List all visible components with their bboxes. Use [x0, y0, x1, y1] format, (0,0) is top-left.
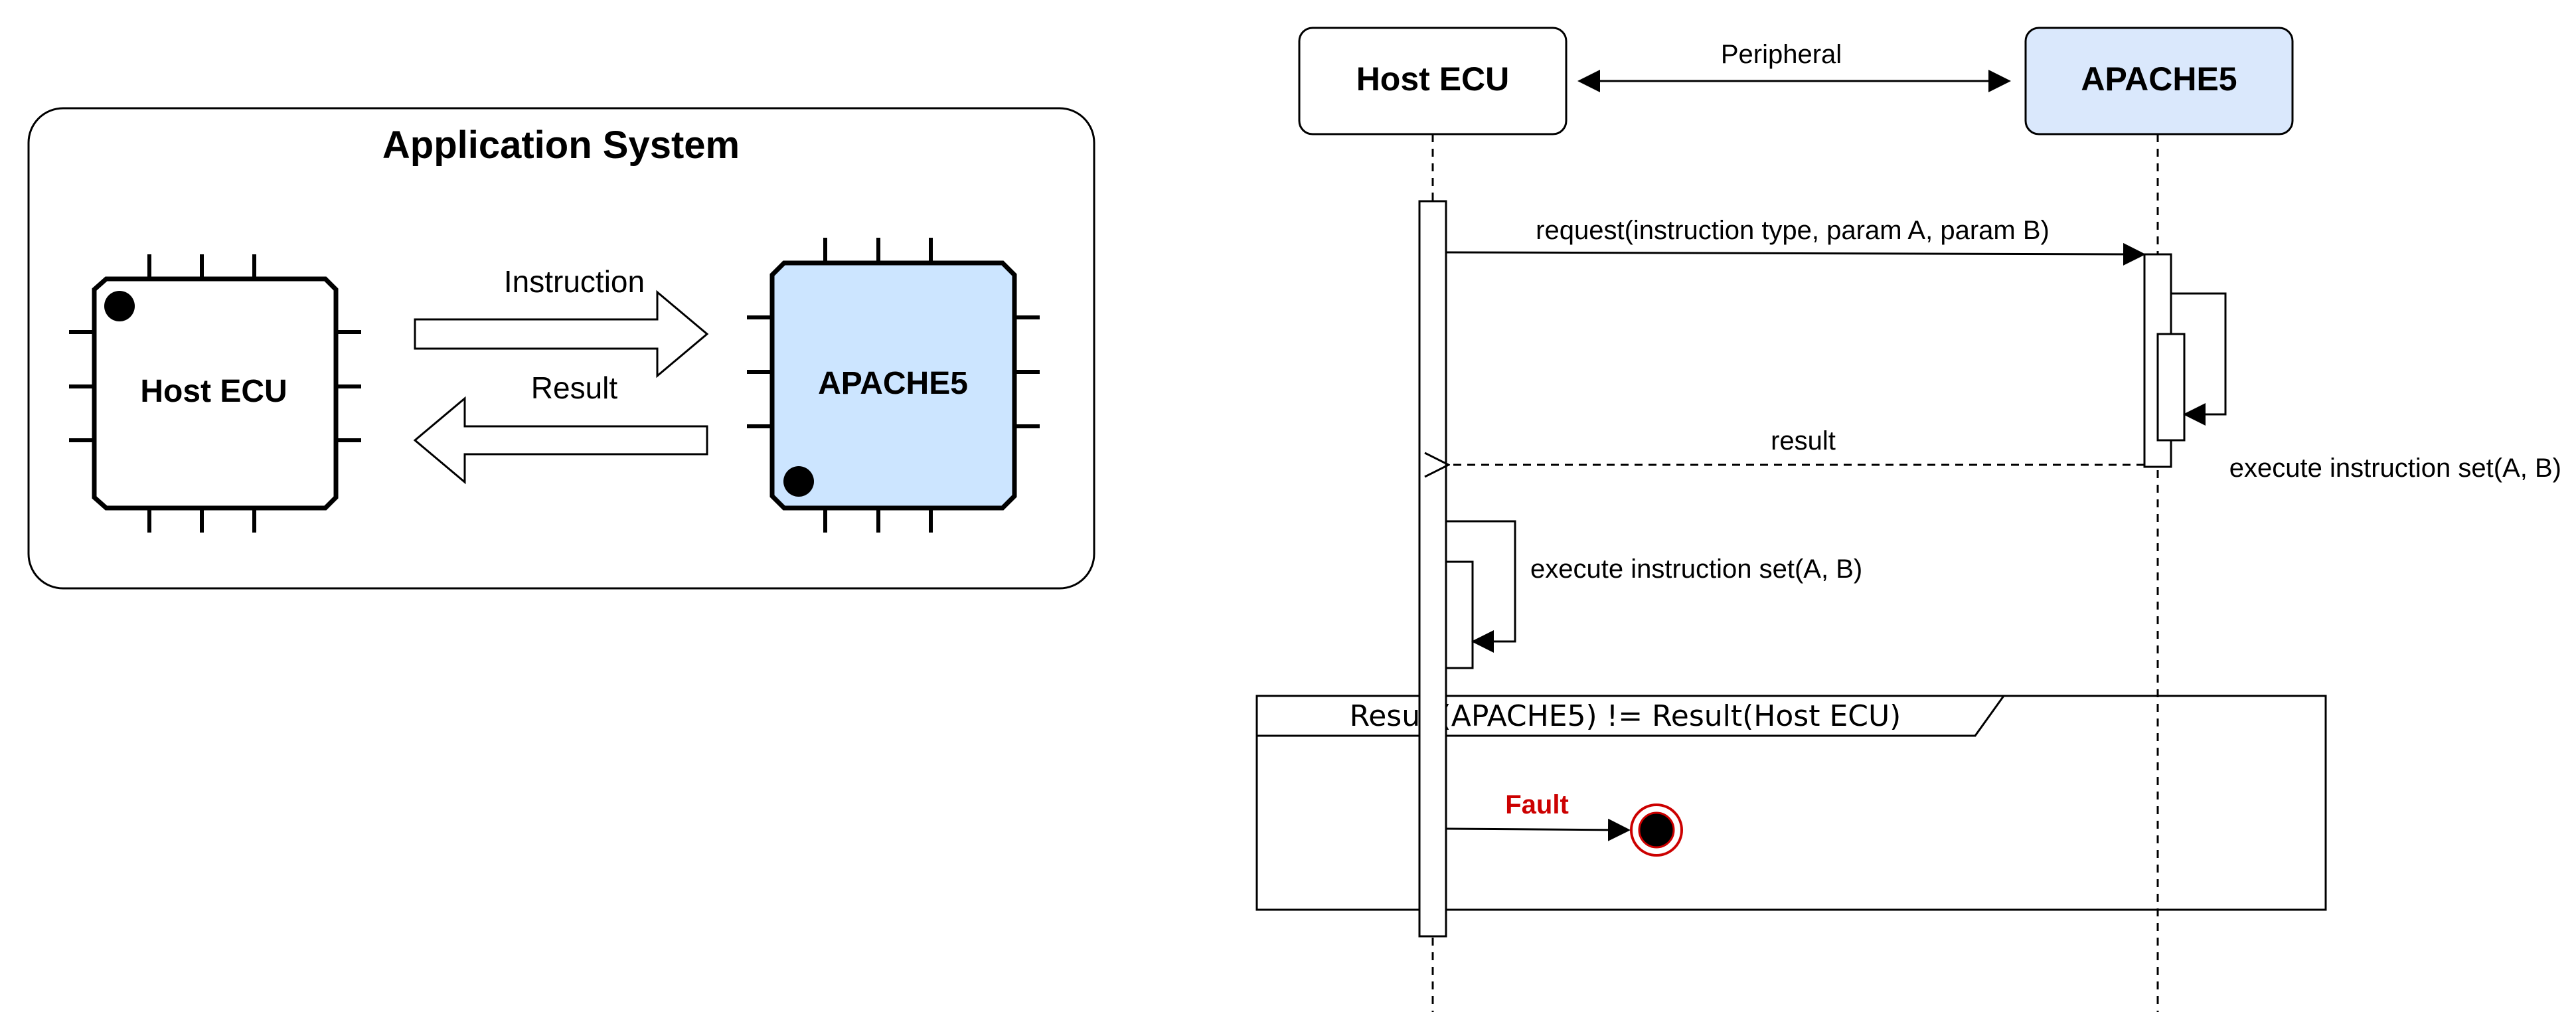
fault-message: Fault	[1445, 790, 1631, 841]
result-return-message: result	[1449, 426, 2144, 465]
application-system-title: Application System	[382, 124, 740, 167]
apache-self-message-label: execute instruction set(A, B)	[2229, 454, 2561, 483]
final-state-icon	[1630, 803, 1683, 857]
request-message-label: request(instruction type, param A, param…	[1536, 216, 2050, 245]
apache-chip-pins	[747, 238, 1040, 533]
host-chip-pin1-dot	[104, 291, 135, 321]
apache-participant: APACHE5	[2024, 27, 2294, 135]
application-system-panel: Application System Host ECU	[27, 107, 1095, 590]
host-self-message-label: execute instruction set(A, B)	[1530, 554, 1862, 584]
host-activation-bar	[1418, 200, 1447, 938]
host-nested-activation	[1445, 560, 1474, 669]
host-chip-body	[92, 276, 339, 511]
apache5-chip: APACHE5	[747, 238, 1040, 533]
apache-chip-body	[769, 260, 1017, 511]
host-chip-pins	[69, 254, 361, 533]
apache-chip-pin1-dot	[783, 466, 814, 497]
fault-fragment: Result(APACHE5) != Result(Host ECU)	[1255, 695, 2327, 911]
instruction-label: Instruction	[504, 264, 645, 299]
apache-self-message: execute instruction set(A, B)	[2171, 292, 2561, 483]
apache-nested-activation	[2156, 333, 2186, 442]
result-return-label: result	[1771, 426, 1836, 456]
instruction-arrow: Instruction	[414, 264, 709, 379]
apache-participant-label: APACHE5	[2081, 60, 2237, 98]
fault-label: Fault	[1505, 790, 1569, 819]
host-ecu-chip: Host ECU	[69, 254, 361, 533]
host-participant-label: Host ECU	[1356, 60, 1510, 98]
sequence-diagram: Host ECU APACHE5 Peripheral Result(APACH…	[1255, 27, 2561, 1012]
apache-chip-label: APACHE5	[818, 366, 968, 401]
peripheral-connection: Peripheral	[1577, 40, 2011, 92]
request-message: request(instruction type, param A, param…	[1445, 216, 2146, 266]
peripheral-label: Peripheral	[1721, 40, 1842, 69]
host-self-message: execute instruction set(A, B)	[1446, 520, 1862, 653]
result-arrow: Result	[413, 371, 708, 485]
result-label: Result	[531, 371, 618, 405]
host-chip-label: Host ECU	[140, 374, 287, 409]
host-participant: Host ECU	[1298, 27, 1568, 135]
